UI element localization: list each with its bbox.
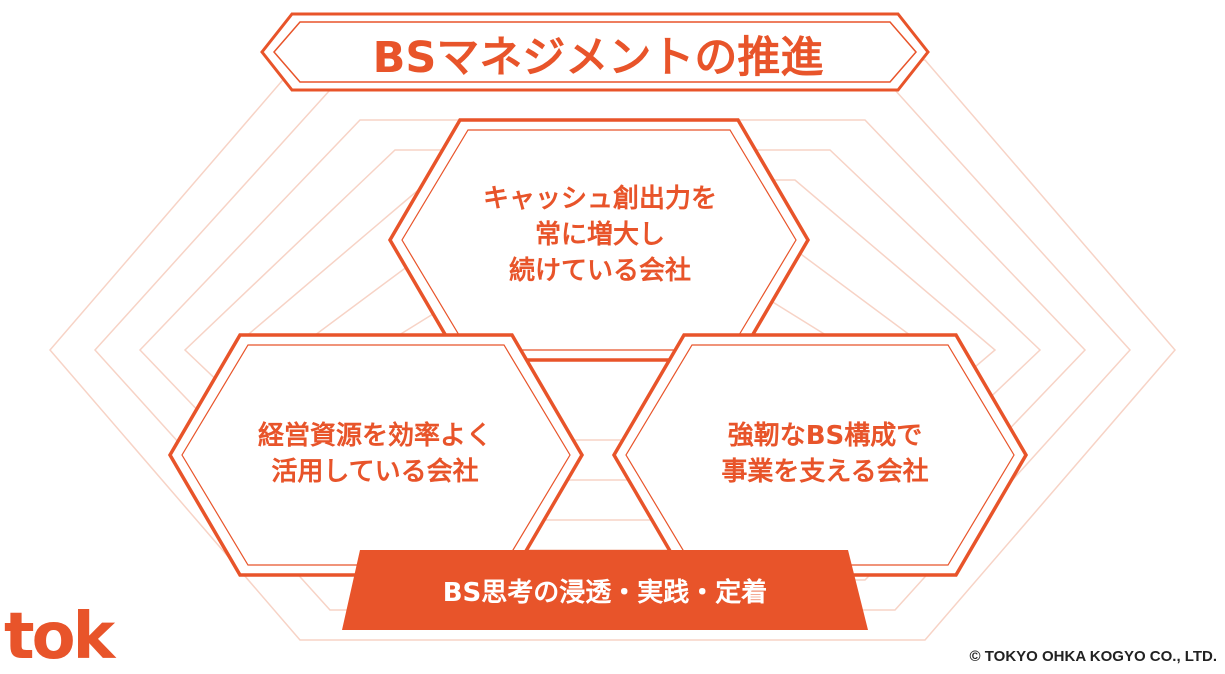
hex-right-label: 強靭なBS構成で 事業を支える会社: [630, 418, 1020, 490]
hex-right-line: 強靭なBS構成で: [727, 421, 923, 451]
hex-left-label: 経営資源を効率よく 活用している会社: [180, 418, 570, 490]
page-title: BSマネジメントの推進: [372, 33, 824, 83]
hex-right-line: 事業を支える会社: [721, 457, 929, 487]
company-logo: tok: [4, 600, 115, 674]
hex-top-label: キャッシュ創出力を 常に増大し 続けている会社: [410, 181, 790, 289]
hex-right: [611, 333, 1029, 577]
hex-left-line: 活用している会社: [271, 457, 479, 487]
bottom-banner-text: BS思考の浸透・実践・定着: [442, 577, 768, 608]
hex-top-line: キャッシュ創出力を: [482, 184, 717, 214]
bottom-banner: [342, 550, 868, 630]
hex-left-line: 経営資源を効率よく: [257, 421, 492, 451]
title-banner: [260, 12, 930, 92]
hex-top-line: 続けている会社: [508, 256, 691, 286]
hex-top-line: 常に増大し: [534, 220, 665, 250]
copyright-notice: © TOKYO OHKA KOGYO CO., LTD.: [969, 648, 1217, 665]
